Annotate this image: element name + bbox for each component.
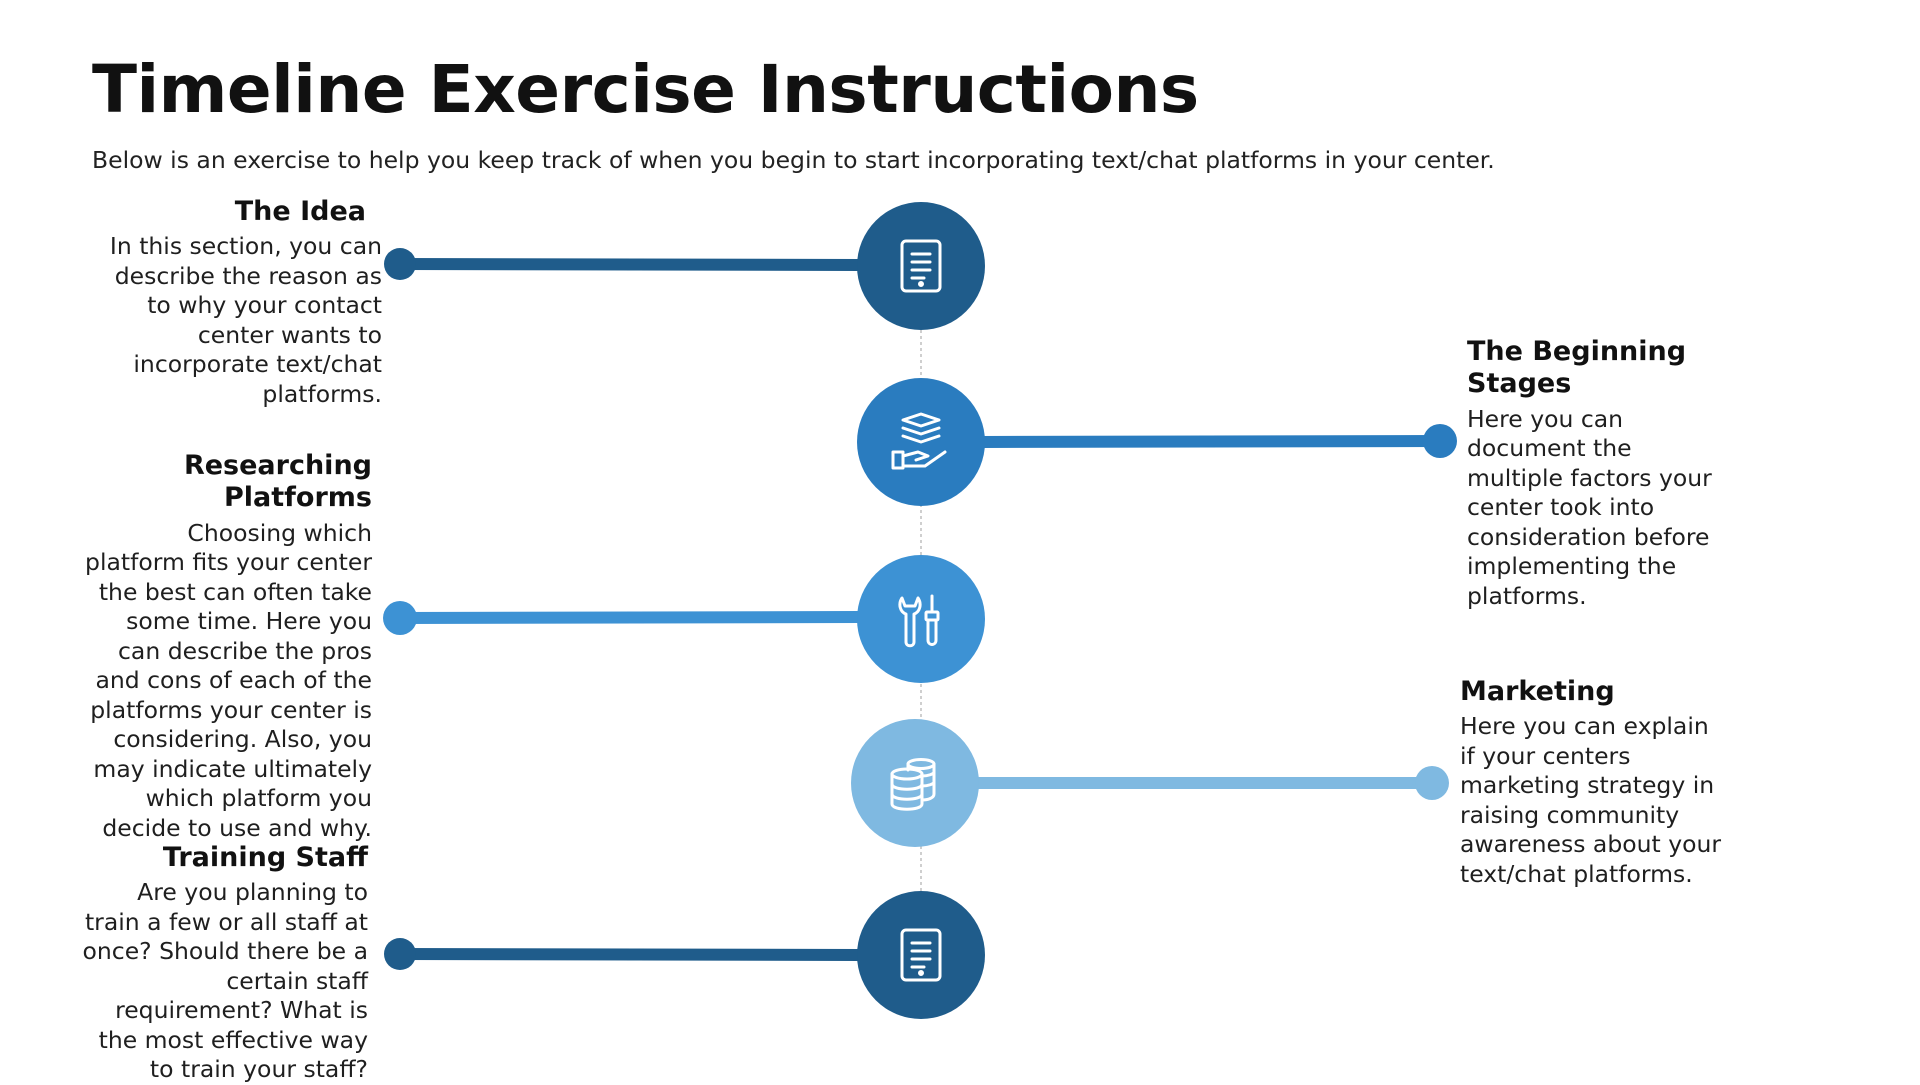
timeline-dot-researching-platforms — [383, 601, 417, 635]
timeline-node-researching-platforms — [383, 555, 985, 683]
timeline-entry-idea: The Idea In this section, you can descri… — [102, 196, 382, 409]
timeline-connector-idea — [400, 258, 860, 271]
timeline-dot-beginning-stages — [1423, 424, 1457, 458]
timeline-circle-marketing — [851, 719, 979, 847]
timeline-node-training-staff — [384, 891, 985, 1019]
timeline-dot-marketing — [1415, 766, 1449, 800]
timeline-dot-idea — [384, 248, 416, 280]
timeline-connector-training-staff — [400, 948, 860, 961]
page-subtitle: Below is an exercise to help you keep tr… — [92, 146, 1495, 174]
document-icon — [900, 239, 942, 293]
tools-icon — [898, 594, 940, 648]
timeline-entry-beginning-stages: The Beginning Stages Here you can docume… — [1467, 336, 1727, 611]
timeline-entry-training-staff: Training Staff Are you planning to train… — [78, 842, 368, 1085]
document-icon — [900, 928, 942, 982]
entry-heading: The Idea — [234, 196, 366, 227]
timeline-node-idea — [384, 202, 985, 330]
timeline-entry-marketing: Marketing Here you can explain if your c… — [1460, 676, 1730, 889]
timeline-connector-researching-platforms — [400, 611, 860, 624]
timeline-circle-researching-platforms — [857, 555, 985, 683]
database-icon — [890, 758, 936, 811]
timeline-circle-training-staff — [857, 891, 985, 1019]
entry-description: In this section, you can describe the re… — [109, 232, 382, 408]
hand-stack-icon — [891, 412, 947, 470]
entry-description: Here you can explain if your centers mar… — [1460, 712, 1722, 888]
timeline-dot-training-staff — [384, 938, 416, 970]
entry-description: Here you can document the multiple facto… — [1467, 404, 1712, 610]
entry-description: Are you planning to train a few or all s… — [82, 878, 368, 1084]
timeline-entry-researching-platforms: Researching Platforms Choosing which pla… — [82, 450, 372, 843]
timeline-node-marketing — [851, 719, 1449, 847]
entry-heading: Marketing — [1460, 676, 1615, 707]
page-title: Timeline Exercise Instructions — [92, 51, 1199, 128]
timeline-node-beginning-stages — [857, 378, 1457, 506]
entry-heading: The Beginning Stages — [1467, 336, 1687, 400]
timeline-connector-marketing — [976, 777, 1432, 789]
entry-description: Choosing which platform fits your center… — [85, 518, 372, 842]
timeline-connector-beginning-stages — [982, 435, 1440, 448]
timeline-circle-idea — [857, 202, 985, 330]
entry-heading: Training Staff — [162, 842, 368, 873]
entry-heading: Researching Platforms — [183, 450, 372, 514]
